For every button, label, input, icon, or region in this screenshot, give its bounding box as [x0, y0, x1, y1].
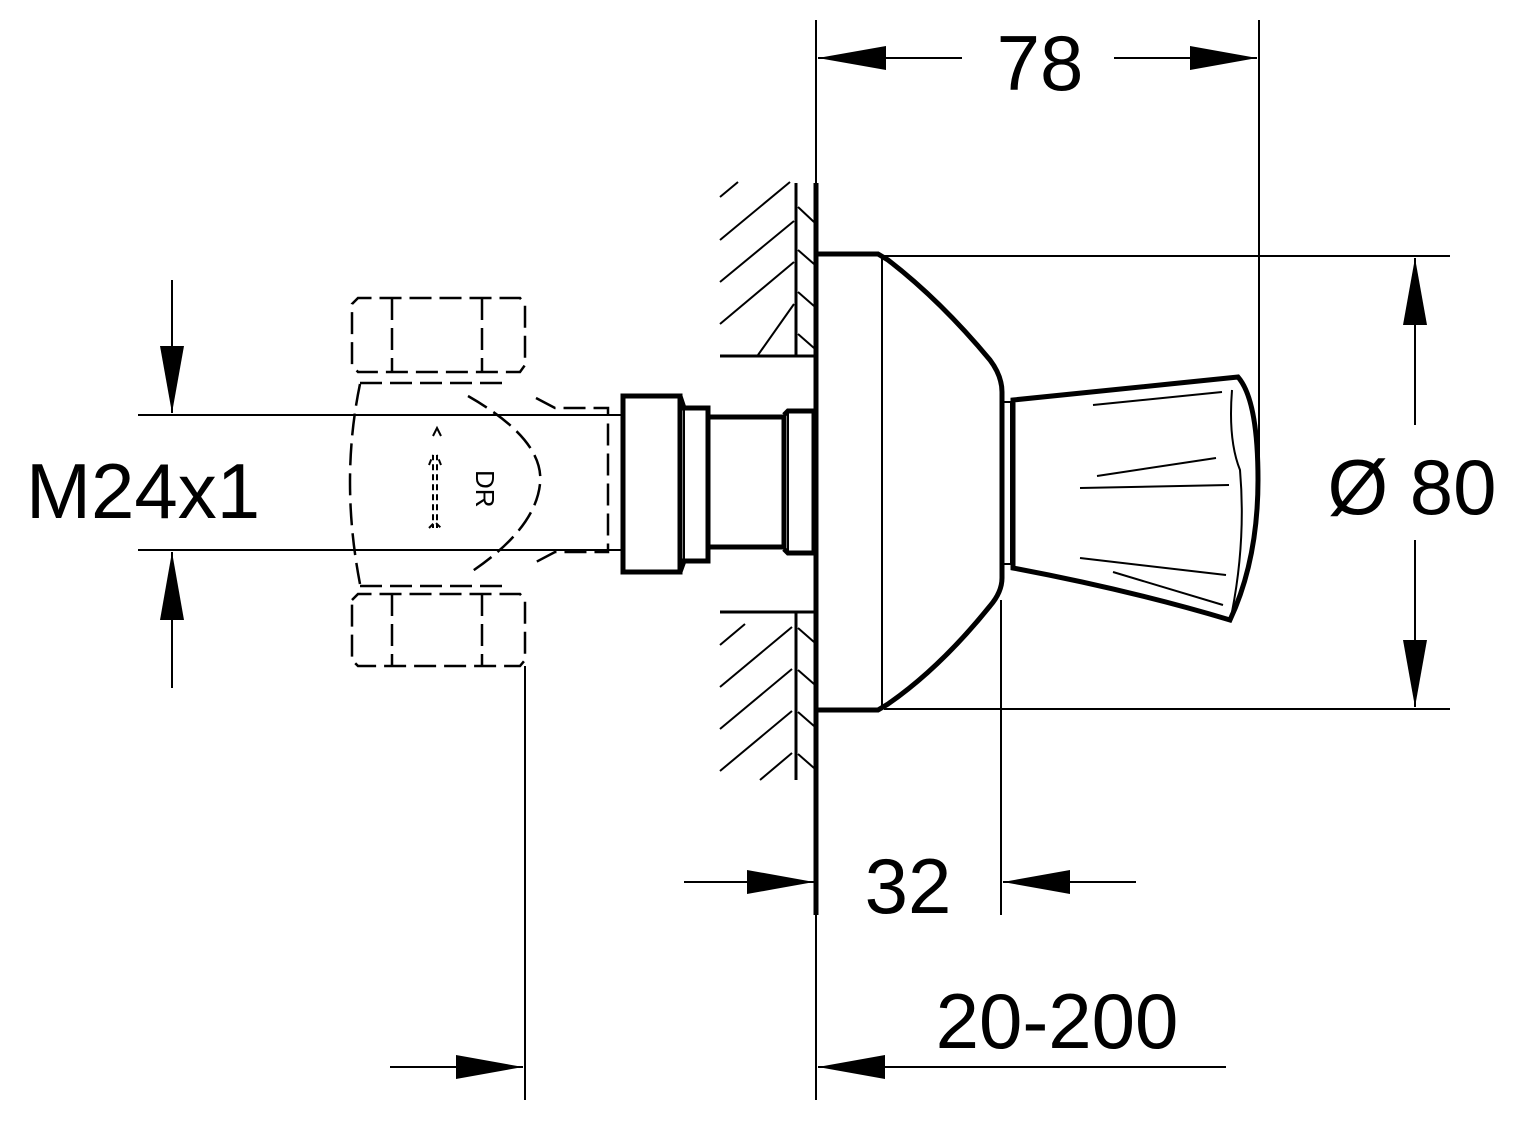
dim-label-m24x1: M24x1: [26, 447, 260, 535]
dim-label-diameter-80: Ø 80: [1327, 443, 1496, 531]
valve-marking-dr: DR: [470, 470, 500, 508]
valve-spindle: [620, 393, 817, 575]
concealed-valve-body: DR: [348, 296, 610, 668]
wall-section-lower: [719, 610, 815, 781]
dim-label-32: 32: [865, 842, 952, 930]
dim-label-78: 78: [997, 19, 1084, 107]
wall-section-upper: [719, 181, 815, 358]
dim-label-20-200: 20-200: [936, 977, 1179, 1065]
dimension-rosette-depth: 32: [684, 600, 1136, 930]
dimension-wall-thickness: 20-200: [390, 666, 1226, 1100]
dimension-rosette-diameter: Ø 80: [884, 255, 1497, 710]
rosette: [818, 251, 1005, 713]
valve-handle: [1002, 374, 1261, 624]
dimension-overall-projection: 78: [815, 19, 1260, 470]
dimension-thread-size: M24x1: [26, 280, 260, 688]
